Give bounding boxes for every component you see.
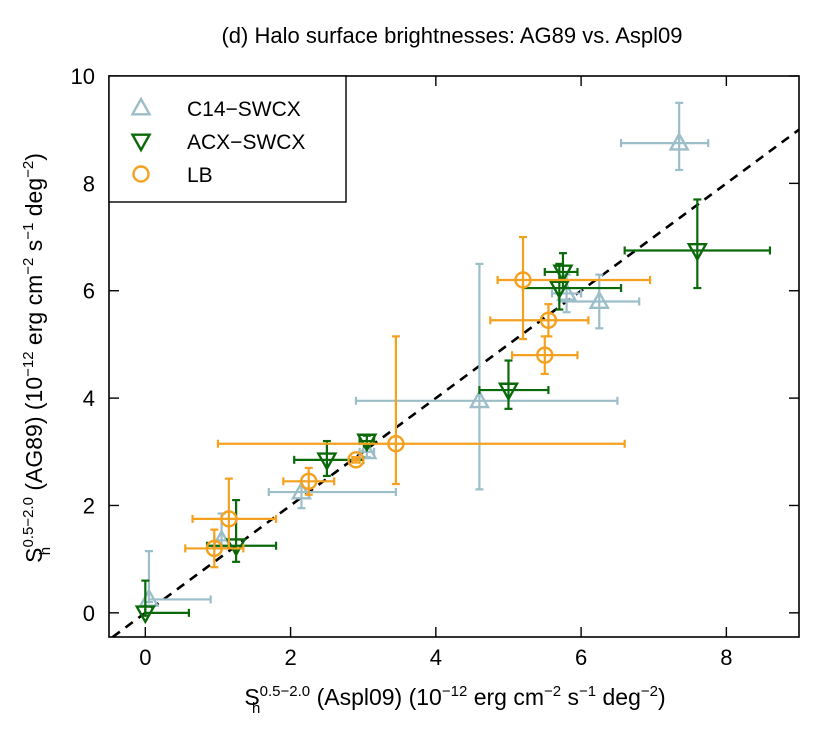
data-point [216, 335, 626, 486]
data-marker [548, 280, 570, 300]
label-text: erg cm [21, 275, 47, 352]
label-symbol: S [244, 684, 259, 710]
data-point [489, 303, 590, 338]
label-subscript: h [37, 547, 54, 555]
y-tick-label: 10 [71, 64, 95, 89]
label-superscript: 0.5−2.0 [20, 497, 37, 547]
data-marker [225, 538, 247, 558]
label-exponent: −1 [20, 223, 37, 240]
label-exponent: −12 [442, 683, 467, 700]
label-text: (Aspl09) (10 [310, 684, 442, 710]
label-exponent: −12 [20, 351, 37, 376]
data-point [184, 528, 245, 569]
data-point [478, 359, 550, 410]
data-marker [300, 472, 318, 491]
label-text: erg cm [467, 684, 544, 710]
axis-ticks-layer: 0 2 4 6 8 0 2 4 6 8 10 [71, 64, 799, 670]
data-point [191, 477, 278, 550]
plot-frame [108, 75, 800, 638]
data-points-layer [134, 101, 772, 625]
x-tick-label: 2 [284, 645, 296, 670]
data-point [205, 499, 278, 563]
x-tick-label: 0 [139, 645, 151, 670]
data-point [138, 550, 212, 607]
label-subscript: h [252, 700, 260, 717]
label-symbol: S [21, 548, 47, 563]
y-tick-label: 6 [83, 279, 95, 304]
y-tick-label: 8 [83, 171, 95, 196]
x-tick-label: 4 [430, 645, 442, 670]
label-exponent: −2 [20, 161, 37, 178]
legend-marker [132, 165, 150, 183]
legend-marker [130, 96, 152, 116]
data-marker [468, 389, 491, 409]
data-point [619, 101, 710, 172]
label-exponent: −2 [544, 683, 561, 700]
y-tick-label: 2 [83, 493, 95, 518]
data-point [267, 480, 397, 510]
series-circle [184, 235, 652, 569]
data-marker [290, 480, 313, 500]
legend-label: C14−SWCX [187, 98, 301, 121]
label-text: s [561, 684, 579, 710]
data-marker [497, 382, 520, 402]
data-point [134, 579, 190, 625]
legend: C14−SWCX ACX−SWCX LB [108, 75, 347, 203]
series-triangle-down [134, 198, 772, 625]
data-point [282, 466, 336, 496]
data-point [511, 335, 579, 376]
data-marker [536, 346, 554, 364]
reference-line-layer [111, 128, 800, 639]
data-marker [356, 433, 378, 453]
data-marker [356, 440, 378, 460]
label-exponent: −2 [20, 258, 37, 275]
data-point [496, 235, 652, 341]
data-marker [668, 131, 690, 151]
x-tick-label: 6 [575, 645, 587, 670]
label-text: ) [658, 684, 666, 710]
label-superscript: 0.5−2.0 [260, 683, 310, 700]
chart-title: (d) Halo surface brightnesses: AG89 vs. … [221, 23, 682, 48]
label-text: ) [21, 153, 47, 161]
data-point [623, 198, 772, 290]
data-marker [686, 242, 708, 262]
data-marker [205, 539, 224, 558]
data-marker [588, 290, 610, 309]
legend-label: LB [187, 164, 213, 187]
label-exponent: −2 [641, 683, 658, 700]
x-tick-label: 8 [720, 645, 732, 670]
label-text: s [21, 240, 47, 258]
label-text: deg [596, 684, 641, 710]
data-point [354, 262, 619, 491]
data-marker [514, 271, 532, 289]
data-point [521, 262, 623, 311]
data-point [356, 433, 378, 453]
legend-marker [130, 133, 152, 153]
label-text: (AG89) (10 [21, 377, 47, 497]
y-axis-label: S0.5−2.0h (AG89) (10−12 erg cm−2 s−1 deg… [20, 153, 54, 563]
data-marker [347, 451, 365, 469]
label-text: deg [21, 178, 47, 223]
label-exponent: −1 [579, 683, 596, 700]
legend-label: ACX−SWCX [187, 131, 305, 154]
reference-line [111, 128, 800, 639]
data-marker [539, 311, 558, 329]
y-tick-label: 0 [83, 601, 95, 626]
data-marker [387, 435, 405, 453]
data-marker [134, 605, 156, 625]
data-marker [220, 510, 238, 528]
data-marker [316, 452, 338, 472]
y-tick-label: 4 [83, 386, 95, 411]
data-point [347, 451, 365, 469]
data-point [558, 273, 641, 330]
